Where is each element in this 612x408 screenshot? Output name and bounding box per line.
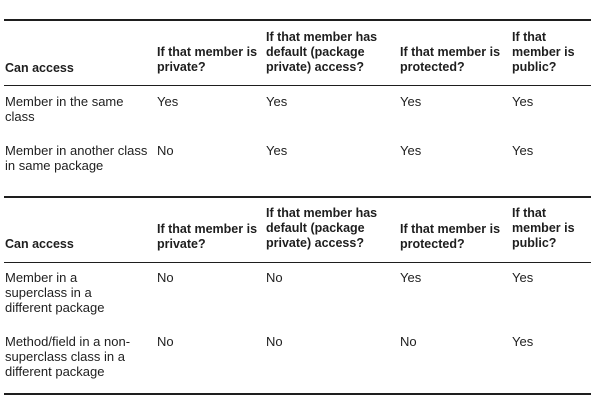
header-rule — [4, 85, 591, 86]
header-private: If that member is private? — [157, 222, 258, 251]
row-label: Member in the same class — [5, 94, 124, 124]
cell-protected: Yes — [400, 270, 422, 285]
header-protected: If that member is protected? — [400, 222, 501, 251]
cell-public: Yes — [512, 334, 534, 349]
table-bottom-rule — [4, 393, 591, 395]
cell-default: No — [266, 270, 283, 285]
cell-private: Yes — [157, 94, 179, 109]
row-label: Method/field in a non-superclass class i… — [5, 334, 131, 379]
header-default: If that member has default (package priv… — [266, 206, 378, 250]
cell-default: No — [266, 334, 283, 349]
row-label: Member in another class in same package — [5, 143, 148, 173]
cell-default: Yes — [266, 143, 288, 158]
cell-default: Yes — [266, 94, 288, 109]
table-top-rule — [4, 196, 591, 198]
cell-private: No — [157, 143, 174, 158]
header-can-access: Can access — [5, 61, 74, 75]
cell-private: No — [157, 334, 174, 349]
cell-protected: Yes — [400, 94, 422, 109]
header-default: If that member has default (package priv… — [266, 30, 378, 74]
header-can-access: Can access — [5, 237, 74, 251]
header-public: If that member is public? — [512, 206, 575, 250]
header-public: If that member is public? — [512, 30, 575, 74]
cell-public: Yes — [512, 270, 534, 285]
cell-protected: Yes — [400, 143, 422, 158]
header-protected: If that member is protected? — [400, 45, 501, 74]
table-top-rule — [4, 19, 591, 21]
header-private: If that member is private? — [157, 45, 258, 74]
row-label: Member in a superclass in a different pa… — [5, 270, 105, 315]
cell-public: Yes — [512, 94, 534, 109]
cell-protected: No — [400, 334, 417, 349]
cell-private: No — [157, 270, 174, 285]
cell-public: Yes — [512, 143, 534, 158]
header-rule — [4, 262, 591, 263]
